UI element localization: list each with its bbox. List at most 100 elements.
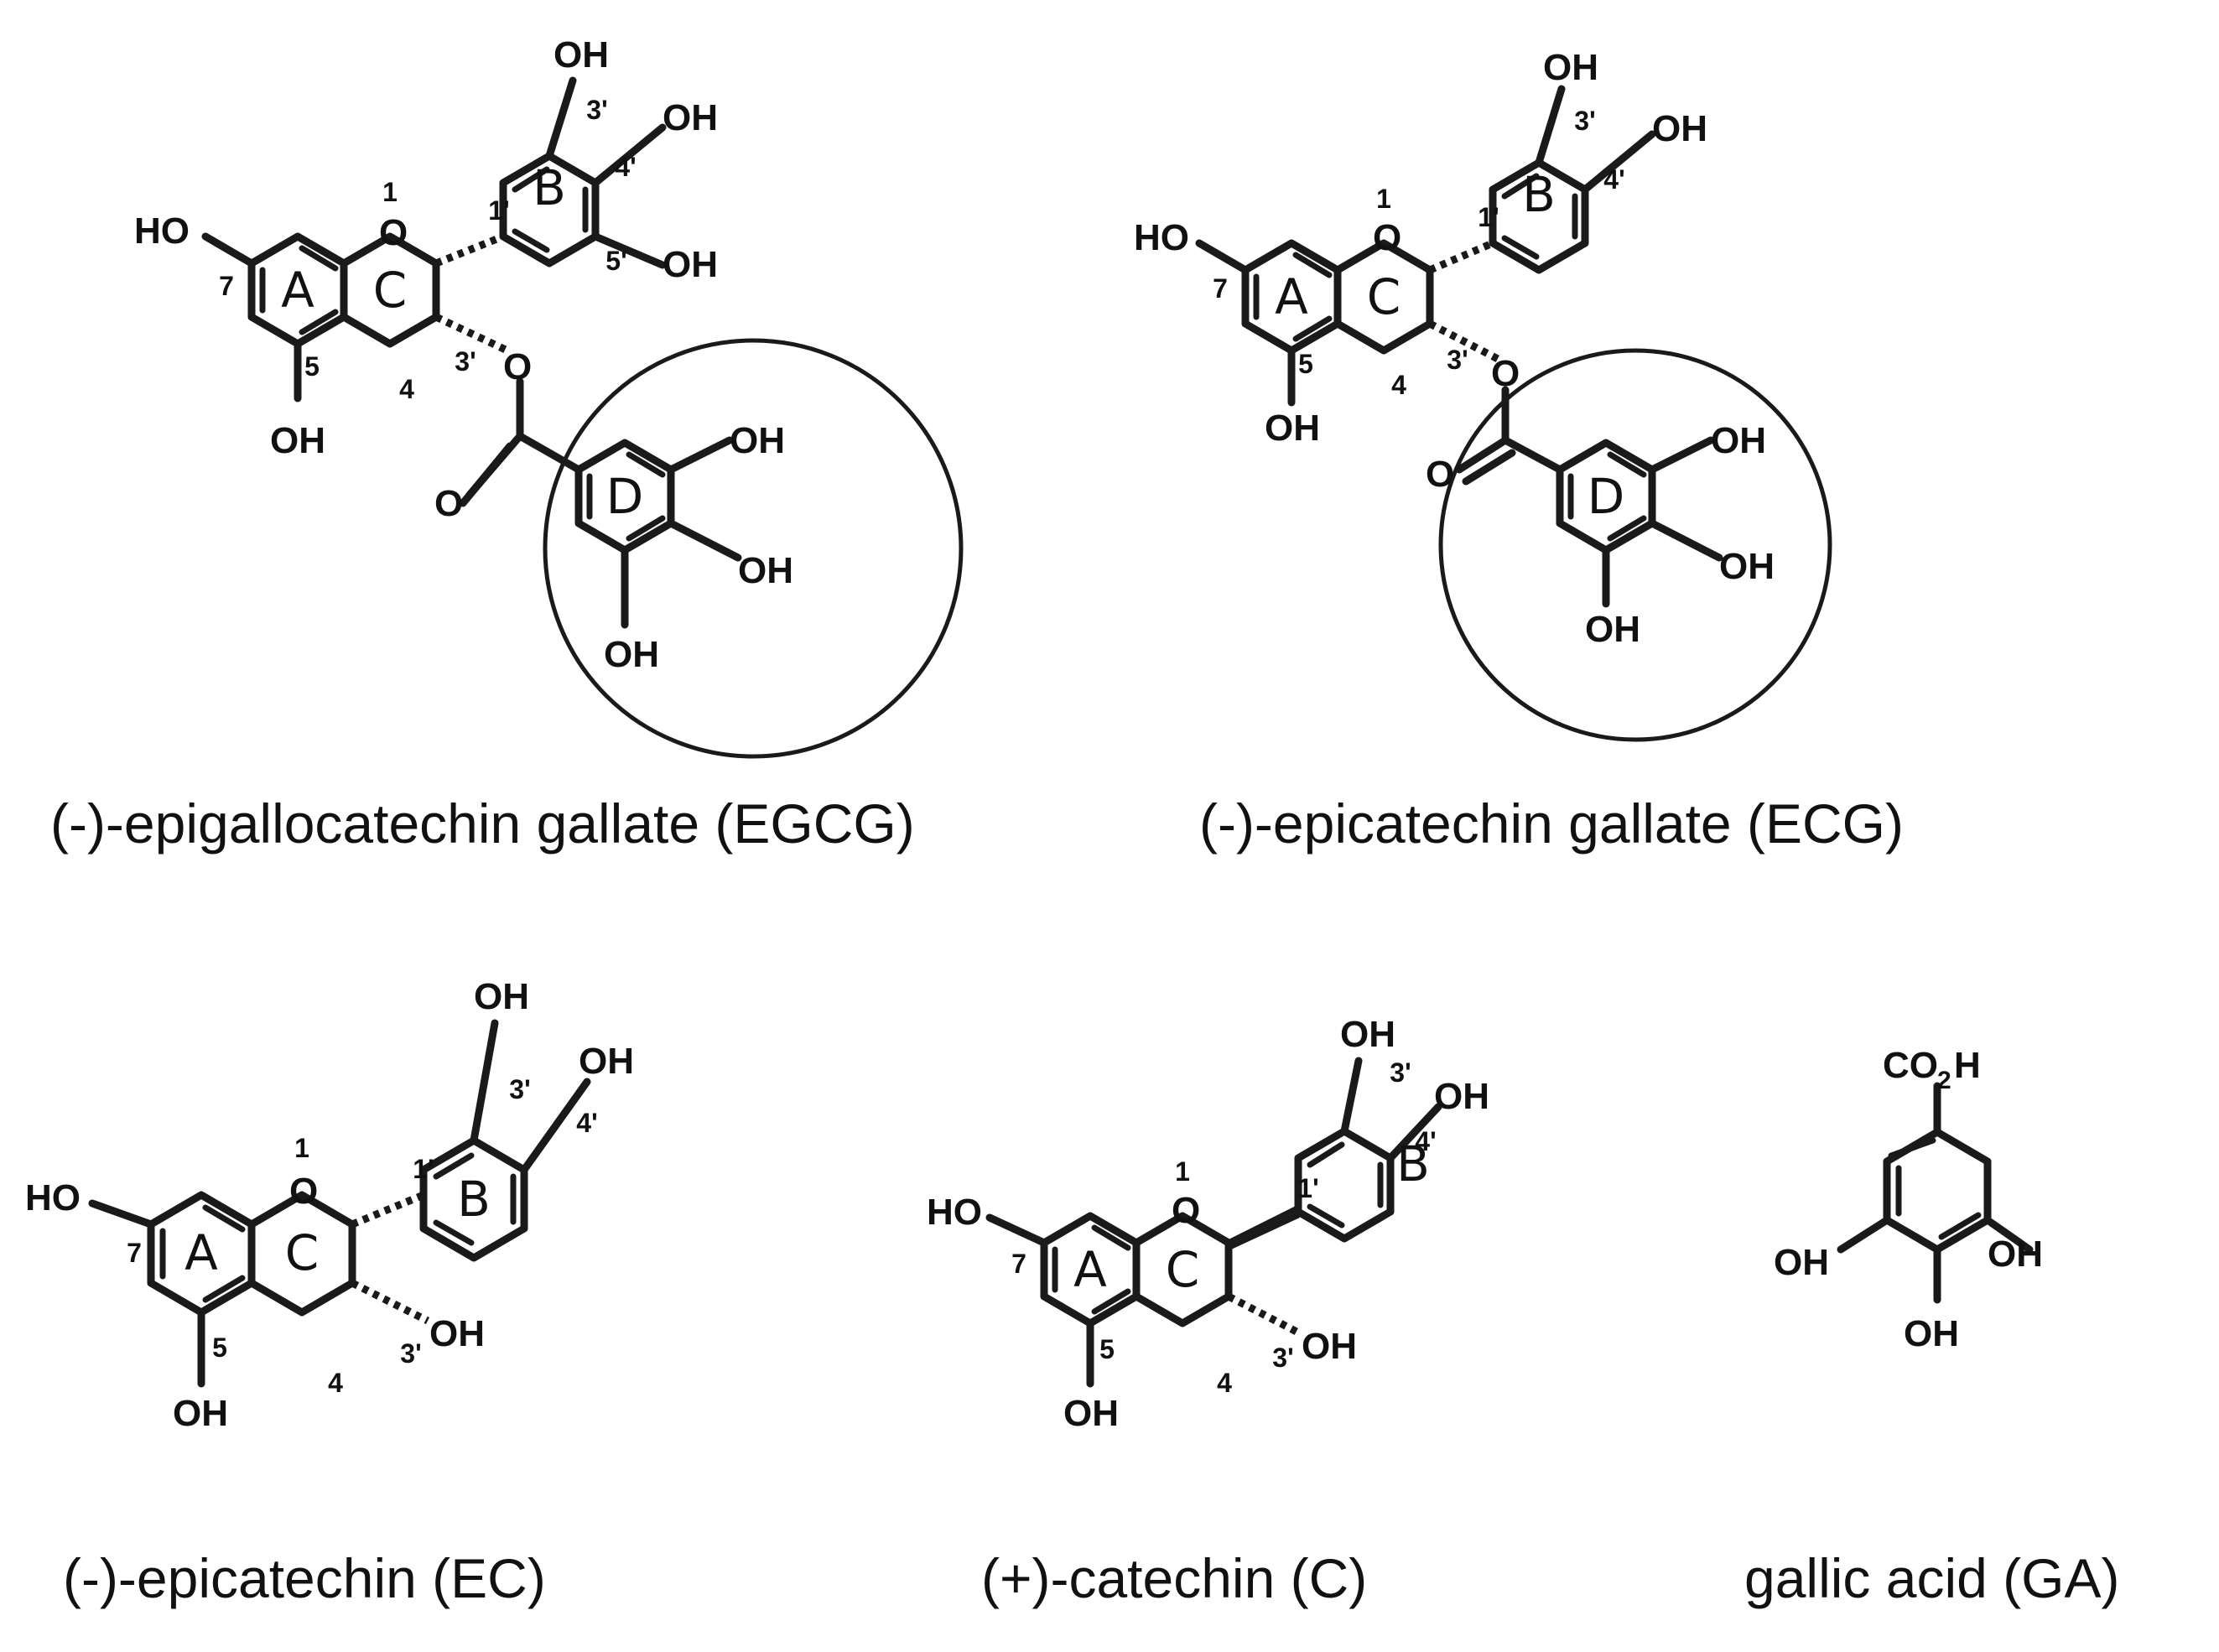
ec-num-3: 3'	[400, 1338, 421, 1369]
ec-num-1p: 1'	[413, 1154, 434, 1184]
catechin-oh3: OH	[1302, 1326, 1357, 1367]
catechin-caption: (+)-catechin (C)	[981, 1547, 1367, 1609]
ec-oh3p: OH	[474, 976, 529, 1017]
egcg-ring-c	[340, 232, 440, 348]
ecg-num-1: 1	[1376, 184, 1391, 214]
ecg-num-1p: 1'	[1478, 202, 1499, 232]
egcg-ohd3: OH	[604, 634, 659, 675]
catechin-oh4p: OH	[1434, 1076, 1489, 1117]
catechin-num-4: 4	[1217, 1368, 1232, 1398]
gallic-acid-h: H	[1954, 1045, 1981, 1086]
egcg-num-1: 1	[382, 177, 398, 207]
ec-num-4p: 4'	[576, 1108, 597, 1138]
catechin-oh3p: OH	[1340, 1014, 1395, 1055]
ec-oh4p: OH	[579, 1041, 634, 1082]
egcg-num-4p: 4'	[615, 152, 636, 182]
egcg-num-5: 5	[304, 351, 320, 382]
egcg-o3: O	[503, 346, 532, 387]
catechin-num-7: 7	[1011, 1249, 1026, 1279]
ecg-ring-label-d: D	[1588, 468, 1625, 525]
catechin-num-3: 3'	[1272, 1343, 1293, 1373]
ecg-ring-c	[1333, 239, 1434, 355]
egcg-o1: O	[379, 212, 408, 253]
ecg-o1: O	[1373, 217, 1401, 258]
ec-num-5: 5	[212, 1333, 227, 1363]
ec-num-3p: 3'	[509, 1074, 530, 1104]
catechin-ho7: HO	[927, 1192, 982, 1233]
catechin-structure: HO OH O OH OH OH A B C 1 7 5 4 3' 1' 3' …	[927, 1014, 1489, 1609]
ecg-ohd2: OH	[1719, 546, 1775, 587]
ec-oh5: OH	[173, 1393, 228, 1434]
egcg-oh3p: OH	[553, 34, 609, 75]
ec-o1: O	[289, 1171, 318, 1212]
ec-ring-label-c: C	[285, 1224, 320, 1281]
ecg-ring-label-a: A	[1275, 268, 1308, 325]
egcg-ring-label-c: C	[373, 262, 408, 319]
ecg-caption: (-)-epicatechin gallate (ECG)	[1199, 792, 1904, 855]
egcg-num-4: 4	[399, 374, 414, 404]
catechin-ring-label-a: A	[1073, 1241, 1107, 1298]
ec-caption: (-)-epicatechin (EC)	[63, 1547, 546, 1609]
catechin-ring-c	[1132, 1212, 1233, 1327]
egcg-ring-label-b: B	[533, 159, 566, 216]
egcg-ohd1: OH	[730, 420, 785, 461]
egcg-caption: (-)-epigallocatechin gallate (EGCG)	[50, 792, 915, 855]
ecg-num-3: 3'	[1447, 345, 1468, 375]
ecg-oh3p: OH	[1543, 47, 1598, 88]
catechin-num-5: 5	[1099, 1334, 1115, 1364]
egcg-num-3: 3'	[455, 346, 476, 377]
ecg-ring-label-c: C	[1367, 268, 1401, 325]
ecg-oh4p: OH	[1652, 108, 1707, 149]
gallic-acid-structure: CO 2 H OH OH OH gallic acid (GA)	[1744, 1045, 2119, 1609]
egcg-structure: HO OH O OH OH OH O O OH OH OH A B C D 1 …	[50, 34, 964, 855]
egcg-num-3p: 3'	[586, 95, 607, 125]
ecg-oh5: OH	[1265, 408, 1320, 449]
egcg-oh5p: OH	[663, 244, 718, 285]
gallic-acid-co: CO	[1883, 1045, 1938, 1086]
ecg-num-5: 5	[1298, 349, 1313, 379]
ec-num-1: 1	[294, 1133, 309, 1163]
ecg-ho7: HO	[1134, 217, 1189, 258]
gallic-acid-oh1: OH	[1774, 1242, 1829, 1283]
ecg-num-3p: 3'	[1574, 106, 1595, 136]
gallic-acid-caption: gallic acid (GA)	[1744, 1547, 2119, 1609]
ec-ring-label-b: B	[457, 1171, 491, 1228]
ecg-structure: HO OH O OH OH O O OH OH OH A B C D 1 7 5…	[1134, 47, 1904, 855]
gallic-acid-subscript: 2	[1937, 1067, 1951, 1094]
gallic-acid-oh3: OH	[1904, 1313, 1959, 1354]
ec-structure: HO OH O OH OH OH A B C 1 7 5 4 3' 1' 3' …	[25, 976, 634, 1609]
ecg-num-4p: 4'	[1603, 164, 1624, 195]
egcg-ho7: HO	[134, 210, 190, 252]
egcg-oc: O	[434, 483, 463, 524]
catechin-num-1: 1	[1175, 1156, 1190, 1187]
ec-num-7: 7	[127, 1238, 142, 1268]
egcg-num-7: 7	[219, 271, 234, 301]
catechin-num-1p: 1'	[1297, 1173, 1318, 1203]
egcg-num-5p: 5'	[605, 246, 626, 276]
ecg-num-7: 7	[1213, 273, 1228, 304]
catechin-oh5: OH	[1063, 1393, 1119, 1434]
ec-oh3: OH	[429, 1313, 485, 1354]
catechin-num-3p: 3'	[1390, 1057, 1411, 1088]
egcg-oh4p: OH	[663, 97, 718, 138]
ec-ho7: HO	[25, 1177, 81, 1218]
egcg-ring-label-a: A	[281, 262, 314, 319]
egcg-ring-label-d: D	[606, 468, 644, 525]
gallic-acid-oh2: OH	[1988, 1234, 2043, 1275]
catechin-o1: O	[1172, 1190, 1200, 1231]
egcg-ohd2: OH	[738, 550, 793, 591]
catechin-ring-label-b: B	[1396, 1135, 1430, 1192]
ec-num-4: 4	[328, 1368, 343, 1398]
ecg-oc: O	[1426, 454, 1454, 495]
ecg-ring-label-b: B	[1522, 166, 1556, 223]
catechin-num-4p: 4'	[1415, 1126, 1436, 1156]
ecg-o3: O	[1491, 353, 1520, 394]
ec-ring-label-a: A	[184, 1224, 218, 1281]
ecg-ohd1: OH	[1711, 420, 1766, 461]
egcg-oh5: OH	[270, 420, 325, 461]
catechin-ring-label-c: C	[1166, 1241, 1200, 1298]
ecg-ohd3: OH	[1585, 609, 1640, 650]
egcg-num-1p: 1'	[488, 195, 509, 226]
ec-ring-c	[247, 1191, 356, 1317]
